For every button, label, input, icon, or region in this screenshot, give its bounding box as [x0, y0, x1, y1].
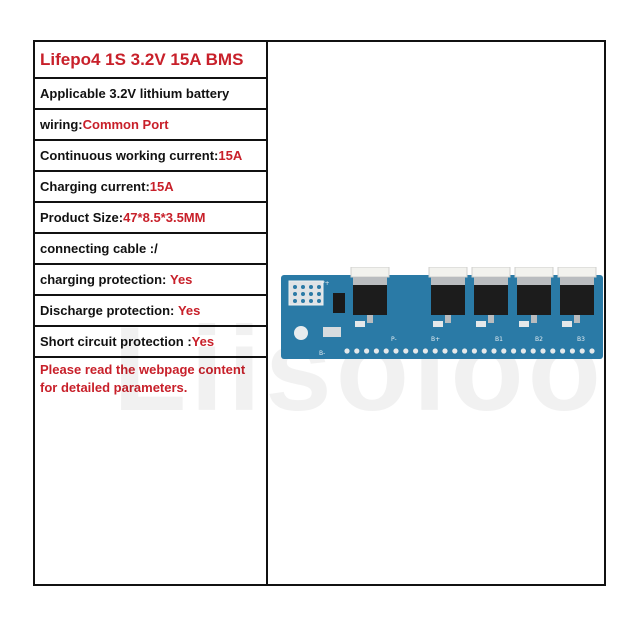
mosfet-lead: [488, 315, 494, 323]
bms-board-image: P+ B- B1 B2 B3 B+ P-: [281, 267, 603, 359]
solder-pad: [393, 348, 399, 354]
solder-pad: [422, 348, 428, 354]
wire-connector: [350, 267, 390, 278]
resistor: [562, 321, 572, 327]
wire-connector: [428, 267, 468, 278]
spec-label: charging protection:: [40, 272, 170, 287]
solder-pad: [511, 348, 517, 354]
spec-row-wiring: wiring: Common Port: [35, 110, 266, 141]
solder-pad: [471, 348, 477, 354]
solder-pad: [520, 348, 526, 354]
solder-pad: [589, 348, 595, 354]
spec-label: Continuous working current:: [40, 148, 219, 163]
mosfet-lead: [531, 315, 537, 323]
spec-row-continuous-current: Continuous working current: 15A: [35, 141, 266, 172]
spec-label: Short circuit protection :: [40, 334, 192, 349]
wire-connector: [557, 267, 597, 278]
resistor: [476, 321, 486, 327]
spec-row-battery: Applicable 3.2V lithium battery: [35, 79, 266, 110]
spec-sheet: Lifepo4 1S 3.2V 15A BMS Applicable 3.2V …: [33, 40, 606, 586]
mosfet: [517, 285, 551, 315]
solder-pad: [579, 348, 585, 354]
solder-pad: [540, 348, 546, 354]
ic-chip: [333, 293, 345, 313]
solder-pad: [364, 348, 370, 354]
mosfet-lead: [367, 315, 373, 323]
resistor: [433, 321, 443, 327]
mosfet-tab: [474, 277, 508, 285]
board-label: B-: [319, 350, 325, 357]
board-label: B1: [495, 336, 503, 343]
solder-pad: [481, 348, 487, 354]
smd-component: [323, 327, 341, 337]
board-label: B3: [577, 336, 585, 343]
spec-value: Yes: [170, 272, 193, 287]
solder-pad: [442, 348, 448, 354]
mosfet: [353, 285, 387, 315]
spec-row-short-circuit: Short circuit protection : Yes: [35, 327, 266, 358]
mosfet-tab: [353, 277, 387, 285]
spec-label: Discharge protection:: [40, 303, 178, 318]
mosfet-lead: [574, 315, 580, 323]
mosfet-tab: [431, 277, 465, 285]
resistor: [519, 321, 529, 327]
board-label: B+: [431, 336, 440, 343]
spec-row-connecting-cable: connecting cable :/: [35, 234, 266, 265]
solder-pad: [344, 348, 350, 354]
mosfet: [560, 285, 594, 315]
spec-row-charging-current: Charging current: 15A: [35, 172, 266, 203]
spec-label: wiring:: [40, 117, 83, 132]
mosfet: [431, 285, 465, 315]
spec-label: connecting cable :/: [40, 241, 158, 256]
mosfet-lead: [445, 315, 451, 323]
board-label: P+: [321, 280, 330, 287]
solder-pad: [432, 348, 438, 354]
spec-label: Charging current:: [40, 179, 150, 194]
solder-pad: [403, 348, 409, 354]
product-image-panel: P+ B- B1 B2 B3 B+ P-: [268, 42, 604, 584]
wire-connector: [514, 267, 554, 278]
solder-pad: [383, 348, 389, 354]
mosfet: [474, 285, 508, 315]
spec-row-charging-protection: charging protection: Yes: [35, 265, 266, 296]
spec-row-product-size: Product Size: 47*8.5*3.5MM: [35, 203, 266, 234]
spec-value: Yes: [191, 334, 215, 349]
spec-value: Common Port: [82, 117, 169, 132]
mosfet-tab: [560, 277, 594, 285]
spec-value: 15A: [149, 179, 174, 194]
board-label: P-: [391, 336, 397, 343]
solder-pad: [413, 348, 419, 354]
product-title: Lifepo4 1S 3.2V 15A BMS: [35, 42, 266, 79]
resistor: [355, 321, 365, 327]
spec-value: Yes: [177, 303, 201, 318]
board-label: B2: [535, 336, 543, 343]
solder-pad: [373, 348, 379, 354]
spec-label: Applicable 3.2V lithium battery: [40, 86, 230, 101]
solder-pad: [452, 348, 458, 354]
spec-label: Product Size:: [40, 210, 124, 225]
spec-value: 15A: [218, 148, 243, 163]
solder-pad: [462, 348, 468, 354]
wire-connector: [471, 267, 511, 278]
solder-pad: [569, 348, 575, 354]
solder-pad: [530, 348, 536, 354]
spec-value: 47*8.5*3.5MM: [123, 210, 206, 225]
solder-pad: [550, 348, 556, 354]
solder-pad: [491, 348, 497, 354]
solder-pad: [501, 348, 507, 354]
detail-note: Please read the webpage content for deta…: [40, 362, 246, 395]
mounting-pad: [294, 326, 308, 340]
spec-column: Lifepo4 1S 3.2V 15A BMS Applicable 3.2V …: [35, 42, 268, 584]
spec-row-discharge-protection: Discharge protection: Yes: [35, 296, 266, 327]
solder-pad: [560, 348, 566, 354]
solder-pad: [354, 348, 360, 354]
mosfet-tab: [517, 277, 551, 285]
